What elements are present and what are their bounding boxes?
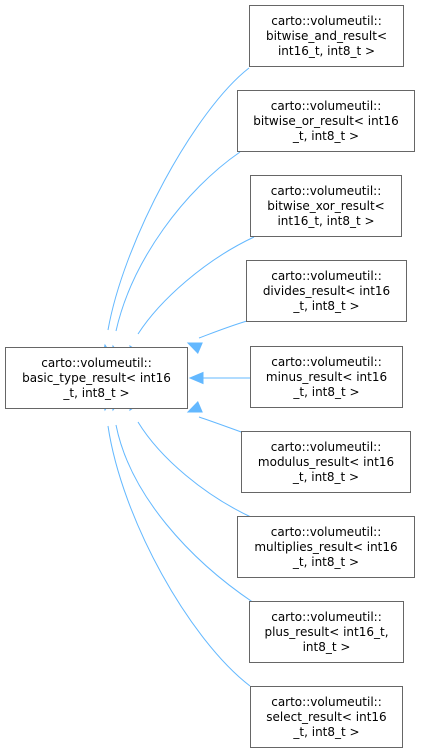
class-name-line-1: carto::volumeutil:: [271, 268, 382, 283]
class-node-modulus-result[interactable]: carto::volumeutil:: modulus_result< int1… [241, 431, 411, 493]
class-name-line-2: multiplies_result< int16 [254, 539, 398, 554]
class-node-minus-result[interactable]: carto::volumeutil:: minus_result< int16 … [250, 346, 403, 408]
class-name-line-1: carto::volumeutil:: [41, 355, 152, 370]
class-name-line-3: _t, int8_t > [292, 128, 360, 143]
class-name-line-3: _t, int8_t > [292, 469, 360, 484]
inheritance-edge-multiplies [137, 421, 254, 519]
class-node-bitwise-and-result[interactable]: carto::volumeutil:: bitwise_and_result< … [249, 5, 404, 67]
class-name-line-3: _t, int8_t > [292, 554, 360, 569]
class-node-multiplies-result[interactable]: carto::volumeutil:: multiplies_result< i… [237, 516, 415, 578]
class-node-bitwise-or-result[interactable]: carto::volumeutil:: bitwise_or_result< i… [237, 90, 415, 152]
class-name-line-1: carto::volumeutil:: [271, 13, 382, 28]
class-name-line-1: carto::volumeutil:: [270, 183, 382, 198]
class-name-line-1: carto::volumeutil:: [271, 354, 382, 369]
class-name-line-2: select_result< int16 [266, 709, 387, 724]
class-name-line-2: bitwise_xor_result< [267, 198, 385, 213]
inheritance-edge-bitwise_or [115, 151, 241, 332]
class-name-line-1: carto::volumeutil:: [271, 609, 382, 624]
class-name-line-1: carto::volumeutil:: [270, 439, 382, 454]
inheritance-edge-bitwise_xor [137, 236, 255, 335]
class-name-line-3: _t, int8_t > [293, 724, 360, 739]
class-node-divides-result[interactable]: carto::volumeutil:: divides_result< int1… [246, 260, 407, 322]
class-name-line-1: carto::volumeutil:: [270, 524, 382, 539]
class-name-line-3: _t, int8_t > [293, 384, 360, 399]
class-node-select-result[interactable]: carto::volumeutil:: select_result< int16… [250, 686, 403, 748]
class-name-line-3: _t, int8_t > [63, 385, 130, 400]
class-name-line-3: int16_t, int8_t > [277, 213, 375, 228]
class-node-plus-result[interactable]: carto::volumeutil:: plus_result< int16_t… [249, 601, 404, 663]
class-name-line-2: plus_result< int16_t, [264, 624, 389, 639]
class-name-line-2: minus_result< int16 [265, 369, 388, 384]
inheritance-arrowhead-divides [186, 342, 203, 354]
inheritance-edge-select [107, 425, 251, 687]
class-name-line-2: bitwise_or_result< int16 [253, 113, 399, 128]
class-name-line-2: bitwise_and_result< [265, 28, 388, 43]
class-name-line-2: basic_type_result< int16 [22, 370, 171, 385]
class-name-line-1: carto::volumeutil:: [271, 694, 382, 709]
class-name-line-3: int16_t, int8_t > [277, 43, 376, 58]
inheritance-edge-bitwise_and [107, 67, 250, 331]
inheritance-edge-divides [198, 320, 248, 339]
inheritance-edge-modulus [198, 416, 245, 434]
inheritance-edge-plus [115, 424, 255, 604]
inheritance-arrowhead-modulus [186, 401, 203, 413]
class-name-line-2: divides_result< int16 [262, 283, 391, 298]
class-name-line-3: _t, int8_t > [293, 298, 360, 313]
class-name-line-1: carto::volumeutil:: [270, 98, 382, 113]
class-node-bitwise-xor-result[interactable]: carto::volumeutil:: bitwise_xor_result< … [250, 175, 402, 237]
class-node-basic-type-result[interactable]: carto::volumeutil:: basic_type_result< i… [5, 347, 188, 409]
inheritance-arrowhead-minus [188, 371, 204, 385]
class-name-line-3: int8_t > [302, 639, 351, 654]
class-name-line-2: modulus_result< int16 [257, 454, 395, 469]
